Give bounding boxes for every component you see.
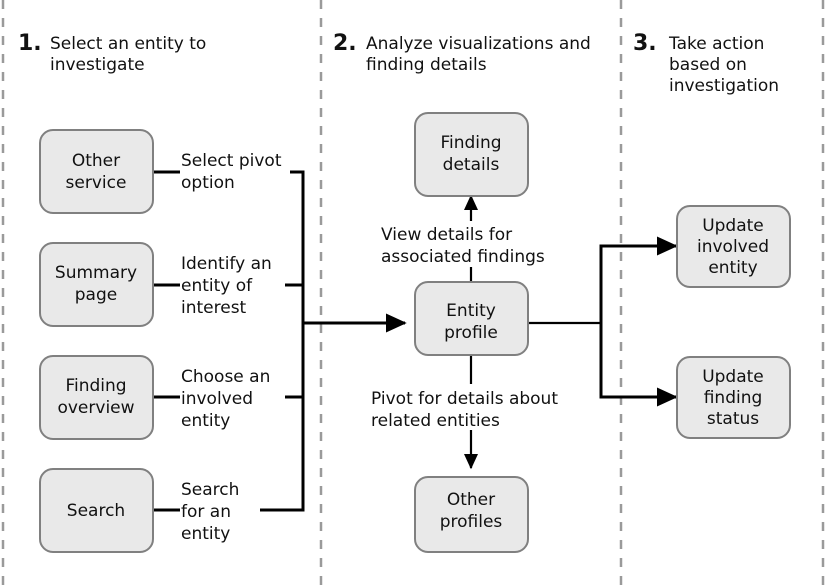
column-3-title-line-2: based on bbox=[669, 55, 747, 75]
edge-label-select-pivot-option-line-1: Select pivot bbox=[181, 151, 282, 171]
node-update-finding-status-label-3: status bbox=[707, 409, 759, 429]
column-3-number: 3. bbox=[633, 31, 657, 56]
node-update-involved-entity-label-3: entity bbox=[708, 258, 757, 278]
node-update-finding-status-label-2: finding bbox=[704, 388, 763, 408]
node-finding-details-label-2: details bbox=[443, 155, 500, 175]
node-other-profiles[interactable]: Other profiles bbox=[414, 476, 529, 553]
edge-label-identify-entity-line-2: entity of bbox=[181, 276, 253, 296]
edge-label-view-details-line-1: View details for bbox=[381, 225, 512, 245]
edge-label-choose-involved-entity-line-2: involved bbox=[181, 389, 253, 409]
edge-label-pivot-for-details-bg bbox=[370, 384, 565, 430]
node-entity-profile[interactable]: Entity profile bbox=[414, 281, 529, 356]
column-2-title-line-2: finding details bbox=[366, 55, 487, 75]
column-2-number: 2. bbox=[333, 31, 357, 56]
edge-label-identify-entity: Identify an entity of interest bbox=[180, 250, 285, 318]
edge-label-search-for-entity-line-3: entity bbox=[181, 524, 230, 544]
edge-label-pivot-for-details-line-2: related entities bbox=[371, 411, 500, 431]
node-entity-profile-label-2: profile bbox=[444, 323, 498, 343]
node-update-involved-entity-label-1: Update bbox=[702, 216, 764, 236]
node-finding-details[interactable]: Finding details bbox=[414, 112, 529, 197]
column-header-1: 1. Select an entity to investigate bbox=[18, 31, 206, 75]
edge-label-identify-entity-line-1: Identify an bbox=[181, 254, 272, 274]
edge-label-identify-entity-line-3: interest bbox=[181, 298, 247, 318]
node-finding-overview[interactable]: Finding overview bbox=[39, 355, 154, 440]
node-other-service-label-1: Other bbox=[72, 151, 120, 171]
column-2-title-line-1: Analyze visualizations and bbox=[366, 34, 591, 54]
node-update-finding-status-label-1: Update bbox=[702, 367, 764, 387]
column-1-title-line-2: investigate bbox=[50, 55, 145, 75]
node-search[interactable]: Search bbox=[39, 468, 154, 553]
node-finding-overview-box[interactable] bbox=[39, 355, 154, 440]
node-other-service-label-2: service bbox=[66, 173, 127, 193]
column-3-title-line-1: Take action bbox=[668, 34, 764, 54]
edge-label-select-pivot-option-line-2: option bbox=[181, 173, 235, 193]
column-1-number: 1. bbox=[18, 31, 42, 56]
edge-label-identify-entity-bg bbox=[180, 250, 285, 318]
node-update-involved-entity[interactable]: Update involved entity bbox=[676, 205, 791, 288]
node-search-label-1: Search bbox=[67, 501, 125, 521]
connector-column1-bus bbox=[153, 170, 305, 512]
node-other-profiles-box[interactable] bbox=[414, 476, 529, 553]
column-3-title-line-3: investigation bbox=[669, 76, 779, 96]
edge-label-select-pivot-option-bg bbox=[180, 148, 290, 194]
node-other-service[interactable]: Other service bbox=[39, 129, 154, 214]
column-header-2: 2. Analyze visualizations and finding de… bbox=[333, 31, 591, 75]
node-other-service-box[interactable] bbox=[39, 129, 154, 214]
node-update-involved-entity-label-2: involved bbox=[697, 237, 769, 257]
node-finding-details-label-1: Finding bbox=[440, 133, 501, 153]
node-other-profiles-label-2: profiles bbox=[440, 512, 503, 532]
node-summary-page-label-1: Summary bbox=[55, 263, 137, 283]
edge-label-view-details: View details for associated findings bbox=[380, 221, 556, 267]
node-entity-profile-box[interactable] bbox=[414, 281, 529, 356]
node-summary-page-box[interactable] bbox=[39, 242, 154, 327]
node-update-finding-status-box[interactable] bbox=[676, 356, 791, 439]
edge-label-choose-involved-entity-line-3: entity bbox=[181, 411, 230, 431]
connector-right-bus bbox=[599, 244, 672, 399]
edge-label-view-details-line-2: associated findings bbox=[381, 247, 545, 267]
edge-label-view-details-bg bbox=[380, 221, 556, 267]
edge-label-select-pivot-option: Select pivot option bbox=[180, 148, 290, 194]
node-entity-profile-label-1: Entity bbox=[446, 301, 496, 321]
edge-label-search-for-entity-line-1: Search bbox=[181, 480, 239, 500]
node-update-involved-entity-box[interactable] bbox=[676, 205, 791, 288]
edge-label-search-for-entity-line-2: for an bbox=[181, 502, 231, 522]
node-search-box[interactable] bbox=[39, 468, 154, 553]
edge-label-choose-involved-entity-bg bbox=[180, 362, 285, 430]
node-other-profiles-label-1: Other bbox=[447, 490, 495, 510]
node-finding-overview-label-2: overview bbox=[57, 398, 134, 418]
node-finding-details-box[interactable] bbox=[414, 112, 529, 197]
column-header-3: 3. Take action based on investigation bbox=[633, 31, 779, 96]
edge-label-choose-involved-entity-line-1: Choose an bbox=[181, 367, 270, 387]
edge-label-pivot-for-details: Pivot for details about related entities bbox=[370, 384, 565, 431]
node-summary-page[interactable]: Summary page bbox=[39, 242, 154, 327]
edge-label-search-for-entity-bg bbox=[180, 475, 260, 543]
edge-label-search-for-entity: Search for an entity bbox=[180, 475, 260, 544]
node-summary-page-label-2: page bbox=[75, 285, 117, 305]
column-1-title-line-1: Select an entity to bbox=[50, 34, 206, 54]
node-update-finding-status[interactable]: Update finding status bbox=[676, 356, 791, 439]
node-finding-overview-label-1: Finding bbox=[65, 376, 126, 396]
edge-label-choose-involved-entity: Choose an involved entity bbox=[180, 362, 285, 431]
edge-label-pivot-for-details-line-1: Pivot for details about bbox=[371, 389, 558, 409]
